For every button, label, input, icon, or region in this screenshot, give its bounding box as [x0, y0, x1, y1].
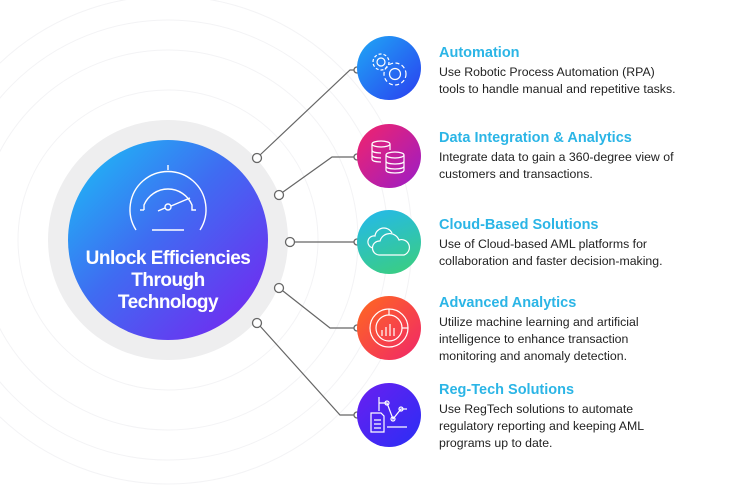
description-line: tools to handle manual and repetitive ta… [439, 82, 676, 96]
item-title: Automation [439, 45, 520, 61]
advanced-analytics-icon-circle [357, 296, 421, 360]
item-cloud: Cloud-Based Solutions Use of Cloud-based… [439, 216, 739, 270]
regtech-icon-circle [357, 383, 421, 447]
connector-line [259, 325, 357, 416]
connector-node [273, 282, 285, 294]
item-description: Use of Cloud-based AML platforms for coll… [439, 236, 739, 270]
description-line: programs up to date. [439, 436, 553, 450]
description-line: intelligence to enhance transaction [439, 332, 629, 346]
description-line: regulatory reporting and keeping AML [439, 419, 645, 433]
item-title: Reg-Tech Solutions [439, 382, 575, 398]
item-description: Utilize machine learning and artificial i… [439, 314, 739, 365]
item-automation: Automation Use Robotic Process Automatio… [439, 44, 739, 98]
item-data-integration: Data Integration & Analytics Integrate d… [439, 129, 739, 183]
description-line: Utilize machine learning and artificial [439, 315, 639, 329]
hub-title-line: Technology [117, 292, 219, 313]
item-title: Cloud-Based Solutions [439, 217, 599, 233]
hub-title-line: Through [131, 270, 205, 291]
description-line: Use of Cloud-based AML platforms for [439, 237, 648, 251]
regtech-document-icon [370, 397, 407, 433]
connector-line [282, 290, 357, 329]
connector-line [259, 69, 357, 156]
item-advanced-analytics: Advanced Analytics Utilize machine learn… [439, 294, 739, 365]
item-description: Integrate data to gain a 360-degree view… [439, 149, 739, 183]
hub-title: Unlock Efficiencies Through Technology [68, 248, 268, 314]
item-title: Advanced Analytics [439, 295, 577, 311]
connector-node [251, 317, 263, 329]
hub-circle: Unlock Efficiencies Through Technology [68, 140, 268, 340]
description-line: monitoring and anomaly detection. [439, 349, 627, 363]
automation-icon-circle [357, 36, 421, 100]
cloud-icon [367, 227, 410, 256]
cloud-icon-circle [357, 210, 421, 274]
data-integration-icon-circle [357, 124, 421, 188]
item-title: Data Integration & Analytics [439, 130, 632, 146]
item-regtech: Reg-Tech Solutions Use RegTech solutions… [439, 381, 739, 452]
item-description: Use RegTech solutions to automate regulat… [439, 401, 739, 452]
item-description: Use Robotic Process Automation (RPA) tool… [439, 64, 739, 98]
description-line: Integrate data to gain a 360-degree view… [439, 150, 674, 164]
database-icon [371, 140, 405, 174]
description-line: collaboration and faster decision-making… [439, 254, 663, 268]
analytics-chart-icon [369, 308, 409, 348]
connector-line [282, 156, 357, 193]
connector-node [284, 236, 296, 248]
gears-icon [372, 53, 407, 86]
description-line: Use RegTech solutions to automate [439, 402, 634, 416]
description-line: customers and transactions. [439, 167, 593, 181]
connector-node [251, 152, 263, 164]
hub-title-line: Unlock Efficiencies [85, 248, 251, 269]
description-line: Use Robotic Process Automation (RPA) [439, 65, 655, 79]
connector-node [273, 189, 285, 201]
speedometer-icon [129, 165, 207, 231]
